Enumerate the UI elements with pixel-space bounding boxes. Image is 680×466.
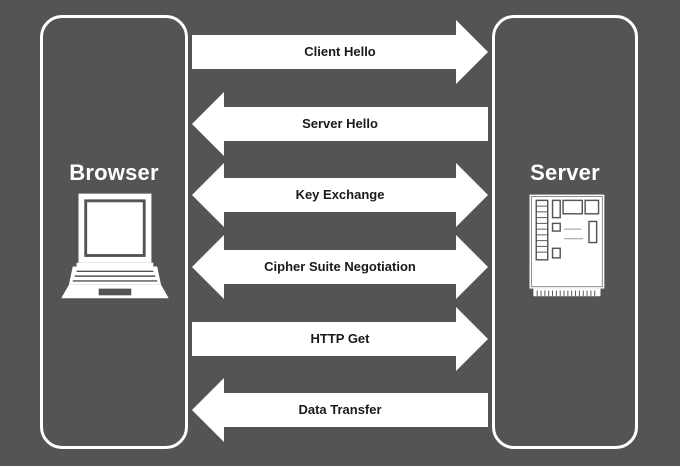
label-data-transfer: Data Transfer: [298, 402, 382, 417]
browser-title: Browser: [69, 160, 159, 185]
arrow-cipher-suite: [192, 235, 488, 299]
label-http-get: HTTP Get: [310, 331, 370, 346]
arrow-client-hello: [192, 20, 488, 84]
arrow-server-hello: [192, 92, 488, 156]
arrow-http-get: [192, 307, 488, 371]
label-server-hello: Server Hello: [302, 116, 378, 131]
label-key-exchange: Key Exchange: [295, 187, 385, 202]
arrow-data-transfer: [192, 378, 488, 442]
arrow-key-exchange: [192, 163, 488, 227]
server-title: Server: [530, 160, 600, 185]
label-cipher-suite: Cipher Suite Negotiation: [264, 259, 416, 274]
label-client-hello: Client Hello: [304, 44, 376, 59]
